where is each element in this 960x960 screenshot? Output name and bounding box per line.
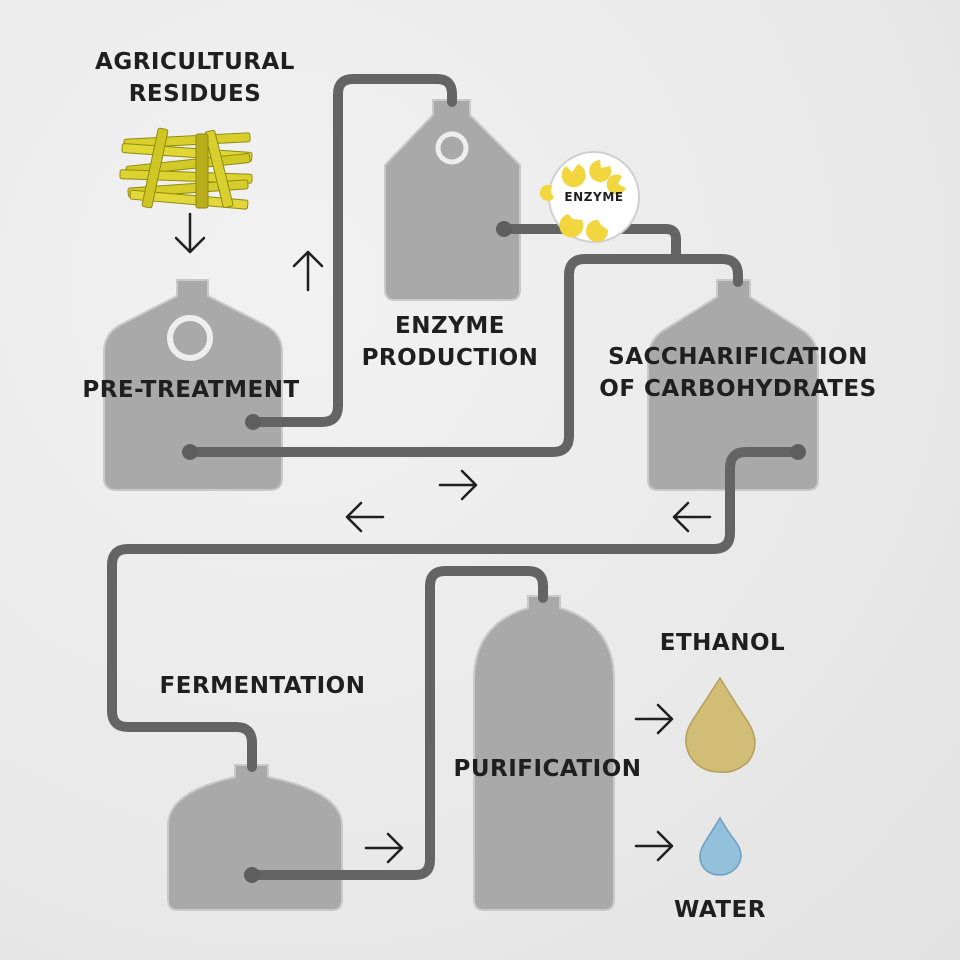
tank-enzyme-production <box>384 99 521 301</box>
arrow-icon <box>672 501 712 533</box>
pipe-pretreatment-to-saccharification <box>185 254 743 457</box>
tank-saccharification <box>647 279 819 491</box>
pipe-port <box>244 867 260 883</box>
porthole-icon <box>435 131 469 165</box>
tank-fermentation <box>167 764 343 911</box>
water-drop-icon <box>699 816 742 876</box>
saccharification-label: SACCHARIFICATION OF CARBOHYDRATES <box>578 341 898 405</box>
agricultural-residues-line2: RESIDUES <box>128 81 262 107</box>
pipe-saccharification-to-fermentation <box>107 447 803 772</box>
porthole-icon <box>167 315 213 361</box>
pipe-port <box>182 444 198 460</box>
pipe-fermentation-to-purification <box>247 566 548 880</box>
fermentation-label: FERMENTATION <box>159 673 366 699</box>
arrow-icon <box>364 832 404 864</box>
arrow-icon <box>345 501 385 533</box>
pre-treatment-label: PRE-TREATMENT <box>82 377 300 403</box>
tank-purification <box>473 595 615 911</box>
enzyme-production-line1: ENZYME <box>395 313 505 339</box>
pipe-pretreatment-to-enzyme <box>248 74 457 427</box>
pipe-port <box>496 221 512 237</box>
saccharification-line1: SACCHARIFICATION <box>608 344 868 370</box>
purification-label: PURIFICATION <box>453 756 642 782</box>
pipe-port <box>245 414 261 430</box>
straw-bundle-icon <box>119 127 253 210</box>
arrow-icon <box>292 250 324 292</box>
pipe-port <box>790 444 806 460</box>
enzyme-production-label: ENZYME PRODUCTION <box>330 310 570 374</box>
arrow-icon <box>634 830 674 862</box>
arrow-icon <box>438 469 478 501</box>
enzyme-icon <box>539 151 640 243</box>
enzyme-production-line2: PRODUCTION <box>361 345 539 371</box>
ethanol-drop-icon <box>685 676 756 774</box>
arrow-icon <box>634 703 674 735</box>
enzyme-badge-label: ENZYME <box>564 190 623 204</box>
agricultural-residues-label: AGRICULTURAL RESIDUES <box>70 46 320 110</box>
agricultural-residues-line1: AGRICULTURAL <box>95 49 295 75</box>
water-label: WATER <box>674 897 766 923</box>
saccharification-line2: OF CARBOHYDRATES <box>599 376 877 402</box>
pipe-enzyme-to-saccharification <box>499 224 681 262</box>
tank-pre-treatment <box>103 279 283 491</box>
ethanol-label: ETHANOL <box>659 630 786 656</box>
arrow-icon <box>174 212 206 254</box>
